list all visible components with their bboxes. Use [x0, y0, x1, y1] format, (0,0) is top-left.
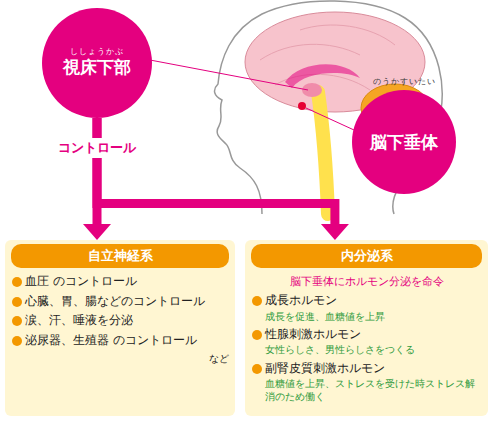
- hypothalamus-circle: ししょうかぶ視床下部: [42, 8, 152, 118]
- bullet-text: 成長ホルモン: [251, 293, 482, 309]
- pituitary-gland: [298, 102, 306, 110]
- bullet-text: 心臓、胃、腸などのコントロール: [11, 294, 229, 310]
- bullet-label: 性腺刺激ホルモン: [265, 327, 361, 341]
- bullet-label: 涙、汗、唾液を分泌: [25, 313, 133, 327]
- bullet-dot: [12, 336, 22, 346]
- bullet-dot: [12, 316, 22, 326]
- tab-text: 内分泌系: [251, 244, 482, 268]
- bullet-text: 性腺刺激ホルモン: [251, 327, 482, 343]
- note-text: など: [11, 352, 229, 366]
- arrow-head: [83, 224, 111, 240]
- autonomic-box: 自立神経系血圧 のコントロール心臓、胃、腸などのコントロール涙、汗、唾液を分泌泌…: [5, 240, 235, 416]
- leader-line: [306, 108, 354, 130]
- sub-text: 脳下垂体にホルモン分泌を命令: [251, 274, 482, 289]
- bullet-text: 副腎皮質刺激ホルモン: [251, 361, 482, 377]
- desc-text: 成長を促進、血糖値を上昇: [251, 311, 482, 323]
- bullet-dot: [12, 277, 22, 287]
- bullet-label: 副腎皮質刺激ホルモン: [265, 361, 385, 375]
- bullet-label: 泌尿器、生殖器 のコントロール: [25, 333, 197, 347]
- ruby-text: ししょうかぶ: [70, 48, 124, 57]
- arrow-head: [321, 224, 349, 240]
- main-text: 視床下部: [63, 57, 131, 77]
- main-text: 脳下垂体: [370, 132, 438, 152]
- leader-line: [150, 60, 308, 90]
- desc-text: 血糖値を上昇、ストレスを受けた時ストレス解消のため働く: [251, 378, 482, 403]
- bullet-dot: [252, 330, 262, 340]
- bullet-label: 血圧 のコントロール: [25, 274, 137, 288]
- bullet-dot: [252, 364, 262, 374]
- bullet-label: 成長ホルモン: [265, 293, 337, 307]
- connector-arrow: [97, 118, 335, 226]
- rubyOut-text: のうかすいたい: [352, 76, 456, 87]
- tab-text: 自立神経系: [11, 244, 229, 268]
- bullet-label: 心臓、胃、腸などのコントロール: [25, 294, 205, 308]
- brainstem: [318, 92, 328, 214]
- endocrine-box: 内分泌系脳下垂体にホルモン分泌を命令成長ホルモン成長を促進、血糖値を上昇性腺刺激…: [245, 240, 488, 416]
- bullet-text: 涙、汗、唾液を分泌: [11, 313, 229, 329]
- edge-label: コントロール: [55, 138, 139, 158]
- bullet-text: 血圧 のコントロール: [11, 274, 229, 290]
- bullet-text: 泌尿器、生殖器 のコントロール: [11, 333, 229, 349]
- bullet-dot: [252, 296, 262, 306]
- desc-text: 女性らしさ、男性らしさをつくる: [251, 344, 482, 356]
- bullet-dot: [12, 297, 22, 307]
- thalamus: [302, 83, 322, 97]
- corpus-callosum: [285, 64, 360, 88]
- pituitary-circle: のうかすいたい脳下垂体: [352, 90, 456, 194]
